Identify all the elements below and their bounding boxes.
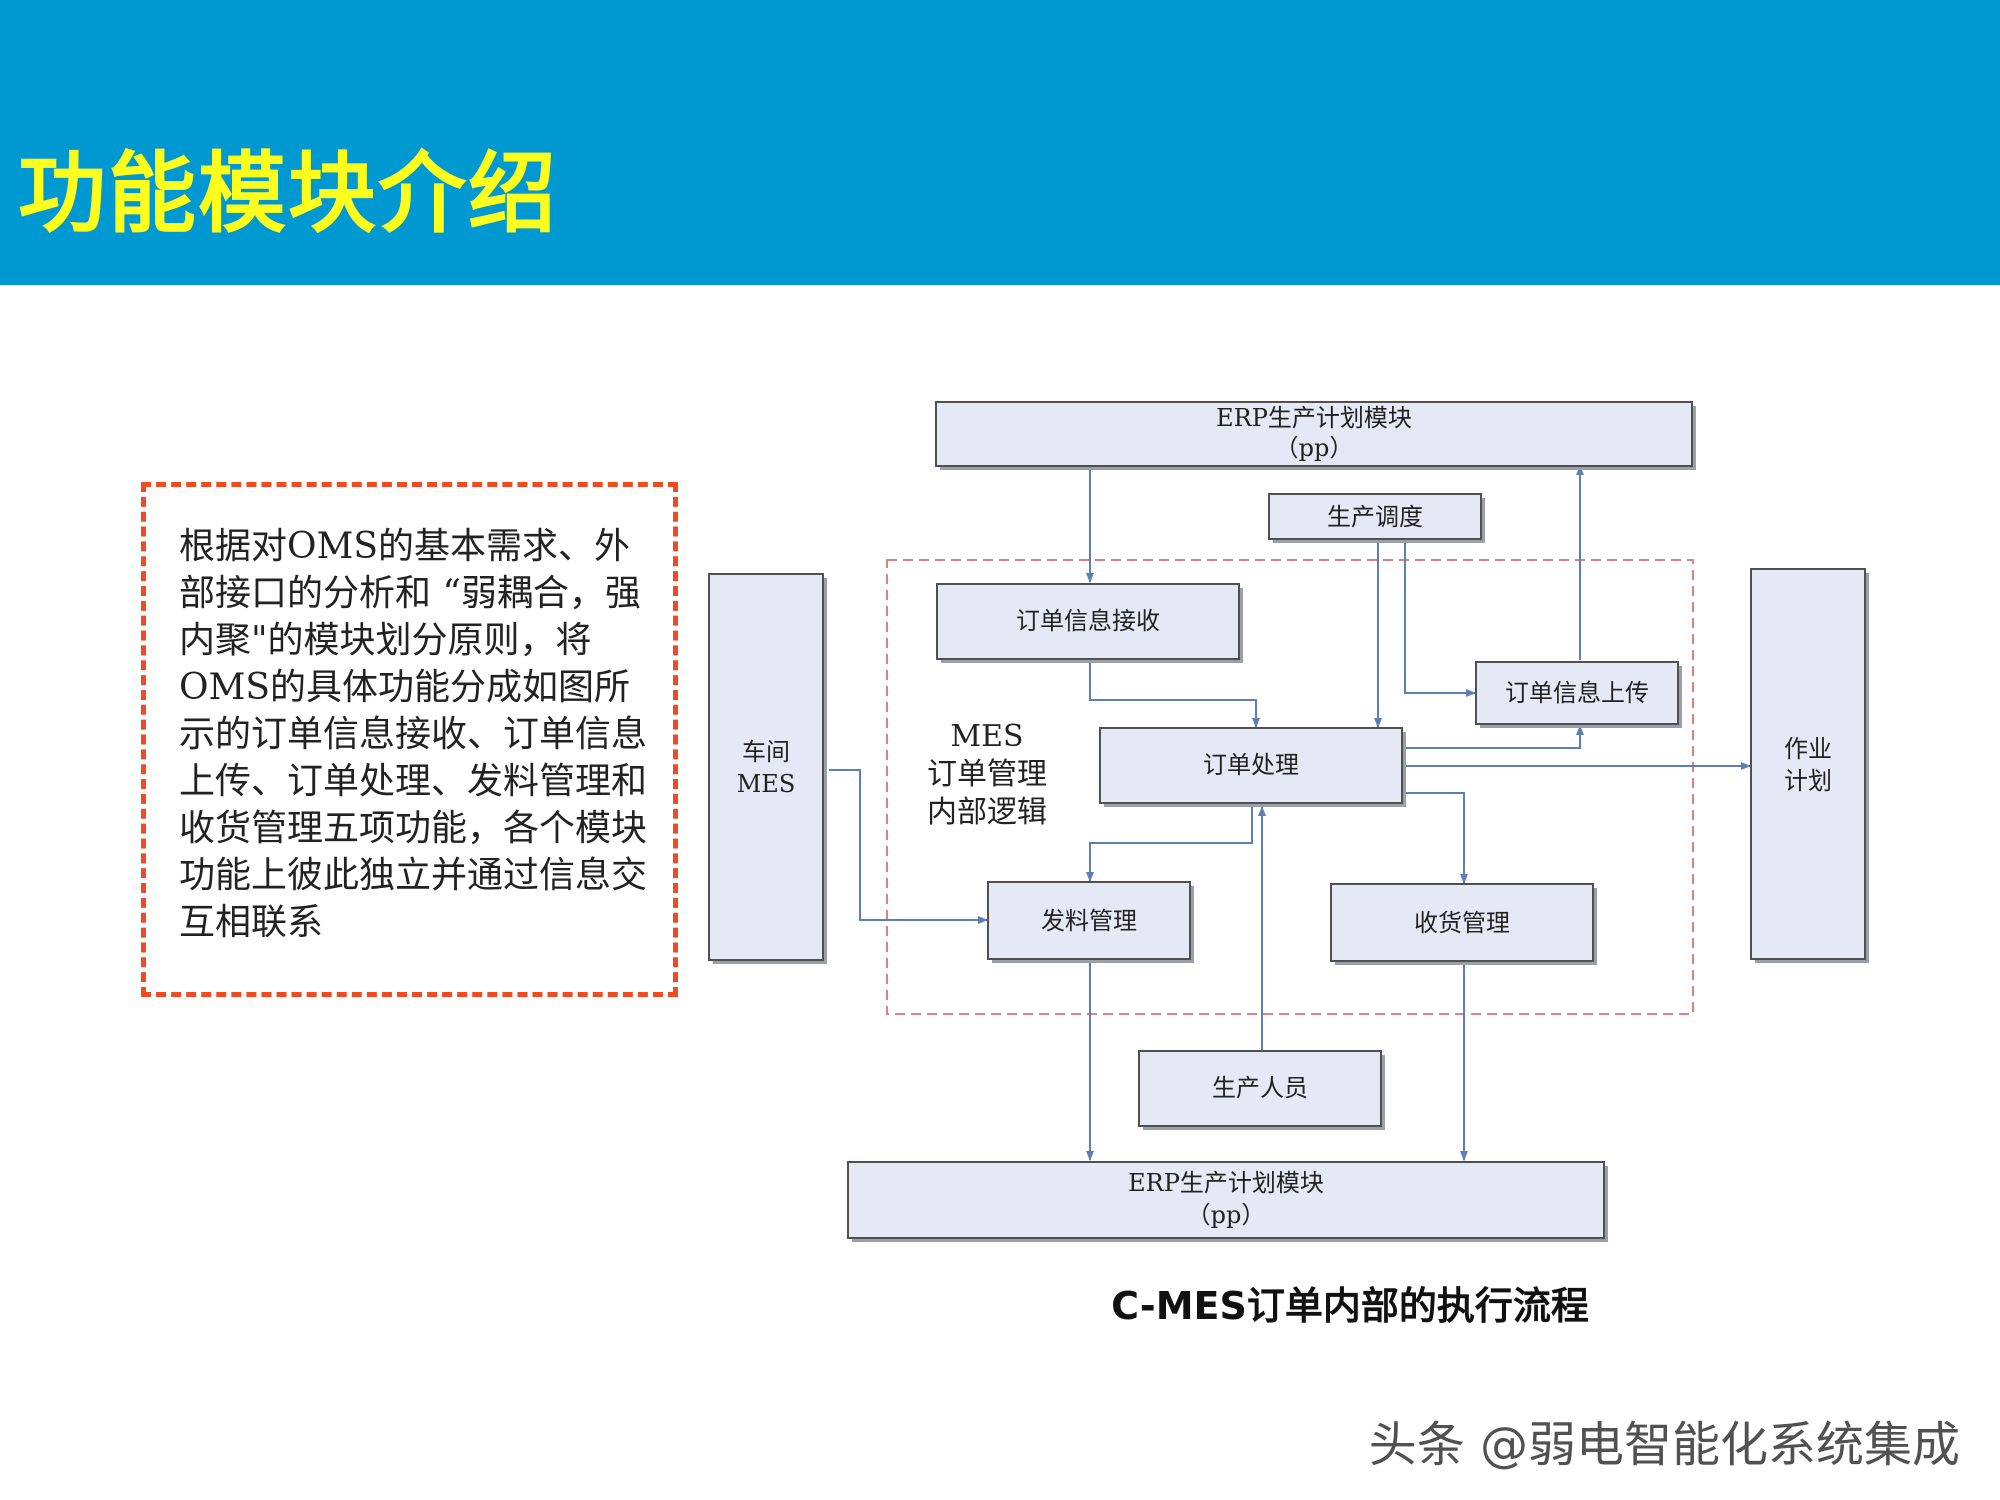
arrow-mes-to-issue (829, 769, 988, 924)
description-text: 根据对OMS的基本需求、外部接口的分析和 “弱耦合，强内聚"的模块划分原则，将O… (179, 526, 648, 943)
workshop-mes-label: 车间 (742, 738, 790, 766)
header-banner (0, 0, 2000, 285)
mes-logic-line1: MES (950, 719, 1023, 754)
erp-bottom-box: ERP生产计划模块 （pp） (847, 1161, 1608, 1242)
flow-arrows (829, 465, 1751, 1161)
order-process-label: 订单处理 (1203, 751, 1299, 779)
watermark: 头条 @弱电智能化系统集成 (1368, 1417, 1960, 1473)
arrow-process-to-issue (1086, 804, 1253, 882)
mes-logic-line3: 内部逻辑 (927, 795, 1047, 830)
order-receive-box: 订单信息接收 (936, 583, 1243, 663)
goods-receipt-label: 收货管理 (1414, 909, 1510, 937)
mes-logic-line2: 订单管理 (927, 757, 1047, 792)
job-plan-sublabel: 计划 (1784, 767, 1832, 795)
workshop-mes-sublabel: MES (737, 770, 796, 798)
order-process-box: 订单处理 (1099, 727, 1406, 807)
mes-internal-region (886, 559, 1694, 1015)
arrow-receive-to-process (1089, 660, 1260, 728)
order-upload-box: 订单信息上传 (1475, 661, 1682, 728)
arrow-process-to-receipt (1405, 792, 1468, 884)
erp-bottom-sublabel: （pp） (1187, 1201, 1266, 1229)
production-staff-label: 生产人员 (1212, 1074, 1308, 1102)
job-plan-box: 作业 计划 (1750, 568, 1869, 963)
scheduling-label: 生产调度 (1327, 503, 1423, 531)
production-staff-box: 生产人员 (1138, 1050, 1385, 1130)
page-title: 功能模块介绍 (18, 142, 559, 245)
description-box: 根据对OMS的基本需求、外部接口的分析和 “弱耦合，强内聚"的模块划分原则，将O… (141, 482, 678, 997)
workshop-mes-box: 车间 MES (708, 573, 827, 964)
erp-top-box: ERP生产计划模块 （pp） (935, 401, 1696, 470)
scheduling-box: 生产调度 (1268, 493, 1485, 543)
order-upload-label: 订单信息上传 (1505, 679, 1649, 707)
goods-receipt-box: 收货管理 (1330, 883, 1597, 965)
job-plan-label: 作业 (1784, 735, 1832, 763)
material-issue-label: 发料管理 (1041, 907, 1137, 935)
erp-top-sublabel: （pp） (1275, 434, 1354, 462)
material-issue-box: 发料管理 (987, 881, 1194, 963)
diagram-caption: C-MES订单内部的执行流程 (1111, 1284, 1589, 1328)
mes-logic-label: MES 订单管理 内部逻辑 (927, 719, 1047, 830)
erp-top-label: ERP生产计划模块 (1216, 404, 1412, 432)
arrow-schedule-to-upload (1404, 541, 1476, 697)
order-receive-label: 订单信息接收 (1016, 607, 1160, 635)
erp-bottom-label: ERP生产计划模块 (1128, 1169, 1324, 1197)
arrow-process-to-upload (1405, 725, 1584, 749)
